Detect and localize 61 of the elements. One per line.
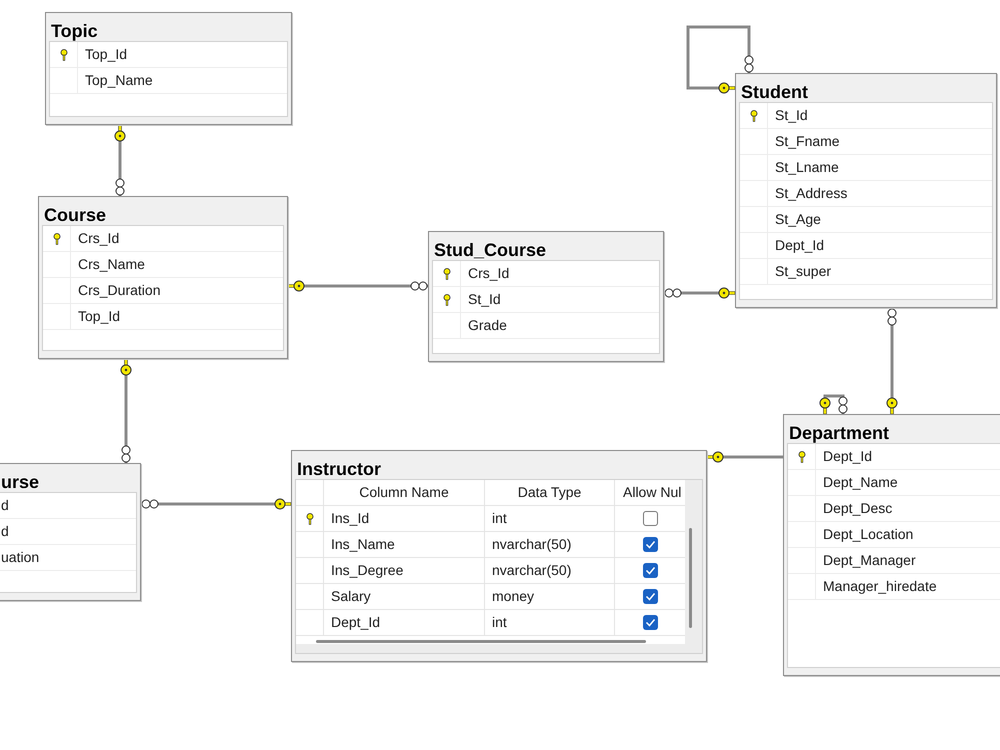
column-name: Dept_Id <box>823 447 872 466</box>
column-name: Crs_Id <box>78 229 120 248</box>
column-name: Grade <box>468 316 507 335</box>
column-name: St_Fname <box>775 132 840 151</box>
column-name: Crs_Id <box>468 264 510 283</box>
column-name: Dept_Manager <box>823 551 916 570</box>
column-name: Crs_Name <box>78 255 145 274</box>
column-name: Top_Id <box>78 307 120 326</box>
relationship-line <box>288 280 428 292</box>
data-type: int <box>492 509 507 528</box>
table-box <box>291 450 707 662</box>
column-name: Dept_Location <box>823 525 914 544</box>
relationship-line <box>686 26 754 94</box>
table-box <box>45 12 292 125</box>
table-title: Course <box>44 205 106 225</box>
column-name: St_Age <box>775 210 821 229</box>
column-name: St_Id <box>468 290 501 309</box>
relationship-line <box>141 498 292 510</box>
column-name: Crs_Duration <box>78 281 160 300</box>
column-name: Manager_hiredate <box>823 577 937 596</box>
column-name: Salary <box>331 587 371 606</box>
table-title: Stud_Course <box>434 240 546 260</box>
table-box <box>735 73 997 308</box>
table-box <box>38 196 288 359</box>
data-type: money <box>492 587 534 606</box>
column-name: Dept_Id <box>331 613 380 632</box>
column-name: Ins_Name <box>331 535 395 554</box>
relationship-line <box>706 452 783 462</box>
column-name: St_Lname <box>775 158 839 177</box>
column-header: Allow Nul <box>623 483 682 502</box>
column-name: St_super <box>775 262 832 281</box>
column-name: St_Address <box>775 184 848 203</box>
relationship-line <box>664 288 736 298</box>
data-type: nvarchar(50) <box>492 561 572 580</box>
relationship-line <box>820 394 848 414</box>
column-name: St_Id <box>775 106 808 125</box>
relationship-line <box>120 358 132 463</box>
data-type: int <box>492 613 507 632</box>
column-header: Column Name <box>359 483 449 502</box>
table-title: Department <box>789 423 890 443</box>
column-name: Ins_Id <box>331 509 370 528</box>
column-name: Dept_Desc <box>823 499 892 518</box>
table-box <box>783 414 1000 676</box>
data-type: nvarchar(50) <box>492 535 572 554</box>
table-title: Instructor <box>297 459 382 479</box>
relationship-line <box>114 124 126 196</box>
column-name: d <box>1 496 9 515</box>
column-name: Dept_Id <box>775 236 824 255</box>
table-title: Student <box>741 82 808 102</box>
table-title: urse <box>1 472 40 492</box>
table-box <box>428 231 664 362</box>
table-title: Topic <box>51 21 98 41</box>
table-box <box>0 463 141 601</box>
column-name: Dept_Name <box>823 473 898 492</box>
column-name: Top_Id <box>85 45 128 64</box>
column-name: d <box>1 522 9 541</box>
column-name: uation <box>1 548 40 567</box>
column-name: Top_Name <box>85 71 153 90</box>
column-name: Ins_Degree <box>331 561 404 580</box>
relationship-line <box>886 308 898 414</box>
column-header: Data Type <box>518 483 582 502</box>
